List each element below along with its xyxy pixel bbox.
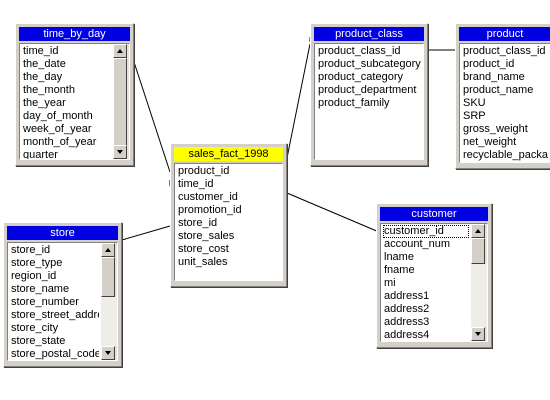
field-item[interactable]: product_family bbox=[318, 97, 390, 109]
field-item[interactable]: store_cost bbox=[178, 243, 229, 255]
arrow-down-icon bbox=[117, 150, 123, 154]
table-title[interactable]: time_by_day bbox=[19, 27, 130, 41]
field-item[interactable]: store_postal_code bbox=[11, 348, 99, 360]
scroll-track[interactable] bbox=[101, 297, 117, 346]
link-customer-to-sales bbox=[286, 192, 380, 233]
field-item-selected[interactable]: customer_id bbox=[383, 225, 469, 238]
table-store[interactable]: store store_id store_type region_id stor… bbox=[3, 222, 122, 367]
field-list: time_id the_date the_day the_month the_y… bbox=[19, 43, 130, 160]
field-item[interactable]: store_name bbox=[11, 283, 70, 295]
table-time-by-day[interactable]: time_by_day time_id the_date the_day the… bbox=[15, 23, 134, 166]
field-list-items: product_class_id product_id brand_name p… bbox=[462, 45, 548, 162]
field-list-items: customer_id account_num lname fname mi a… bbox=[383, 225, 469, 341]
field-item[interactable]: the_date bbox=[23, 58, 66, 70]
field-list: customer_id account_num lname fname mi a… bbox=[380, 223, 488, 342]
arrow-up-icon bbox=[117, 49, 123, 53]
field-item[interactable]: product_id bbox=[178, 165, 230, 177]
field-item[interactable]: region_id bbox=[11, 270, 57, 282]
table-title[interactable]: customer bbox=[380, 207, 488, 221]
field-item[interactable]: net_weight bbox=[463, 136, 517, 148]
link-time-to-sales bbox=[133, 61, 171, 173]
field-item[interactable]: brand_name bbox=[463, 71, 525, 83]
field-item[interactable]: lname bbox=[384, 251, 414, 263]
scroll-down-button[interactable] bbox=[101, 346, 115, 360]
scroll-down-button[interactable] bbox=[471, 327, 485, 341]
arrow-down-icon bbox=[475, 332, 481, 336]
field-item[interactable]: address2 bbox=[384, 303, 430, 315]
table-title[interactable]: store bbox=[7, 226, 118, 240]
field-list-items: product_class_id product_subcategory pro… bbox=[317, 45, 421, 110]
field-item[interactable]: customer_id bbox=[178, 191, 238, 203]
arrow-up-icon bbox=[475, 229, 481, 233]
field-list: product_class_id product_subcategory pro… bbox=[314, 43, 424, 160]
table-product[interactable]: product product_class_id product_id bran… bbox=[455, 23, 550, 169]
link-product-class-to-sales bbox=[286, 43, 311, 159]
field-item[interactable]: product_class_id bbox=[318, 45, 401, 57]
table-customer[interactable]: customer customer_id account_num lname f… bbox=[376, 203, 492, 348]
field-list-items: store_id store_type region_id store_name… bbox=[10, 244, 99, 360]
scroll-thumb[interactable] bbox=[471, 238, 485, 264]
scroll-up-button[interactable] bbox=[113, 44, 127, 58]
field-item[interactable]: unit_sales bbox=[178, 256, 228, 268]
field-item[interactable]: week_of_year bbox=[23, 123, 92, 135]
scroll-up-button[interactable] bbox=[471, 224, 485, 238]
vertical-scrollbar[interactable] bbox=[113, 44, 129, 159]
field-item[interactable]: the_day bbox=[23, 71, 63, 83]
field-item[interactable]: store_id bbox=[11, 244, 51, 256]
field-item[interactable]: SRP bbox=[463, 110, 486, 122]
table-product-class[interactable]: product_class product_class_id product_s… bbox=[310, 23, 428, 166]
field-item[interactable]: time_id bbox=[178, 178, 214, 190]
field-item[interactable]: product_class_id bbox=[463, 45, 546, 57]
field-item[interactable]: mi bbox=[384, 277, 396, 289]
field-item[interactable]: quarter bbox=[23, 149, 58, 160]
field-item[interactable]: store_city bbox=[11, 322, 59, 334]
field-item[interactable]: address1 bbox=[384, 290, 430, 302]
scroll-up-button[interactable] bbox=[101, 243, 115, 257]
field-item[interactable]: store_street_address bbox=[11, 309, 99, 321]
field-list: product_class_id product_id brand_name p… bbox=[459, 43, 550, 163]
field-item[interactable]: product_category bbox=[318, 71, 403, 83]
table-title[interactable]: sales_fact_1998 bbox=[174, 147, 283, 161]
field-item[interactable]: recyclable_package bbox=[463, 149, 548, 161]
field-item[interactable]: the_month bbox=[23, 84, 75, 96]
field-item[interactable]: product_subcategory bbox=[318, 58, 421, 70]
field-item[interactable]: store_id bbox=[178, 217, 218, 229]
scroll-thumb[interactable] bbox=[101, 257, 115, 297]
field-list: store_id store_type region_id store_name… bbox=[7, 242, 118, 361]
scroll-thumb[interactable] bbox=[113, 58, 127, 149]
field-item[interactable]: address4 bbox=[384, 329, 430, 341]
field-item[interactable]: product_name bbox=[463, 84, 534, 96]
field-item[interactable]: store_type bbox=[11, 257, 63, 269]
table-title[interactable]: product_class bbox=[314, 27, 424, 41]
table-sales-fact-1998[interactable]: sales_fact_1998 product_id time_id custo… bbox=[170, 143, 287, 287]
scroll-down-button[interactable] bbox=[113, 145, 127, 159]
link-store-to-sales bbox=[121, 225, 171, 241]
field-item[interactable]: store_state bbox=[11, 335, 66, 347]
field-item[interactable]: gross_weight bbox=[463, 123, 528, 135]
vertical-scrollbar[interactable] bbox=[471, 224, 487, 341]
field-list-items: time_id the_date the_day the_month the_y… bbox=[22, 45, 111, 160]
field-list-items: product_id time_id customer_id promotion… bbox=[177, 165, 280, 269]
field-item[interactable]: day_of_month bbox=[23, 110, 93, 122]
field-item[interactable]: store_sales bbox=[178, 230, 235, 242]
arrow-up-icon bbox=[105, 248, 111, 252]
field-item[interactable]: product_id bbox=[463, 58, 515, 70]
table-title[interactable]: product bbox=[459, 27, 550, 41]
arrow-down-icon bbox=[105, 351, 111, 355]
field-list: product_id time_id customer_id promotion… bbox=[174, 163, 283, 281]
field-item[interactable]: time_id bbox=[23, 45, 59, 57]
field-item[interactable]: fname bbox=[384, 264, 415, 276]
scroll-track[interactable] bbox=[471, 264, 487, 327]
field-item[interactable]: store_number bbox=[11, 296, 79, 308]
field-item[interactable]: promotion_id bbox=[178, 204, 242, 216]
field-item[interactable]: account_num bbox=[384, 238, 451, 250]
field-item[interactable]: address3 bbox=[384, 316, 430, 328]
vertical-scrollbar[interactable] bbox=[101, 243, 117, 360]
field-item[interactable]: SKU bbox=[463, 97, 486, 109]
field-item[interactable]: month_of_year bbox=[23, 136, 97, 148]
field-item[interactable]: the_year bbox=[23, 97, 66, 109]
field-item[interactable]: product_department bbox=[318, 84, 417, 96]
